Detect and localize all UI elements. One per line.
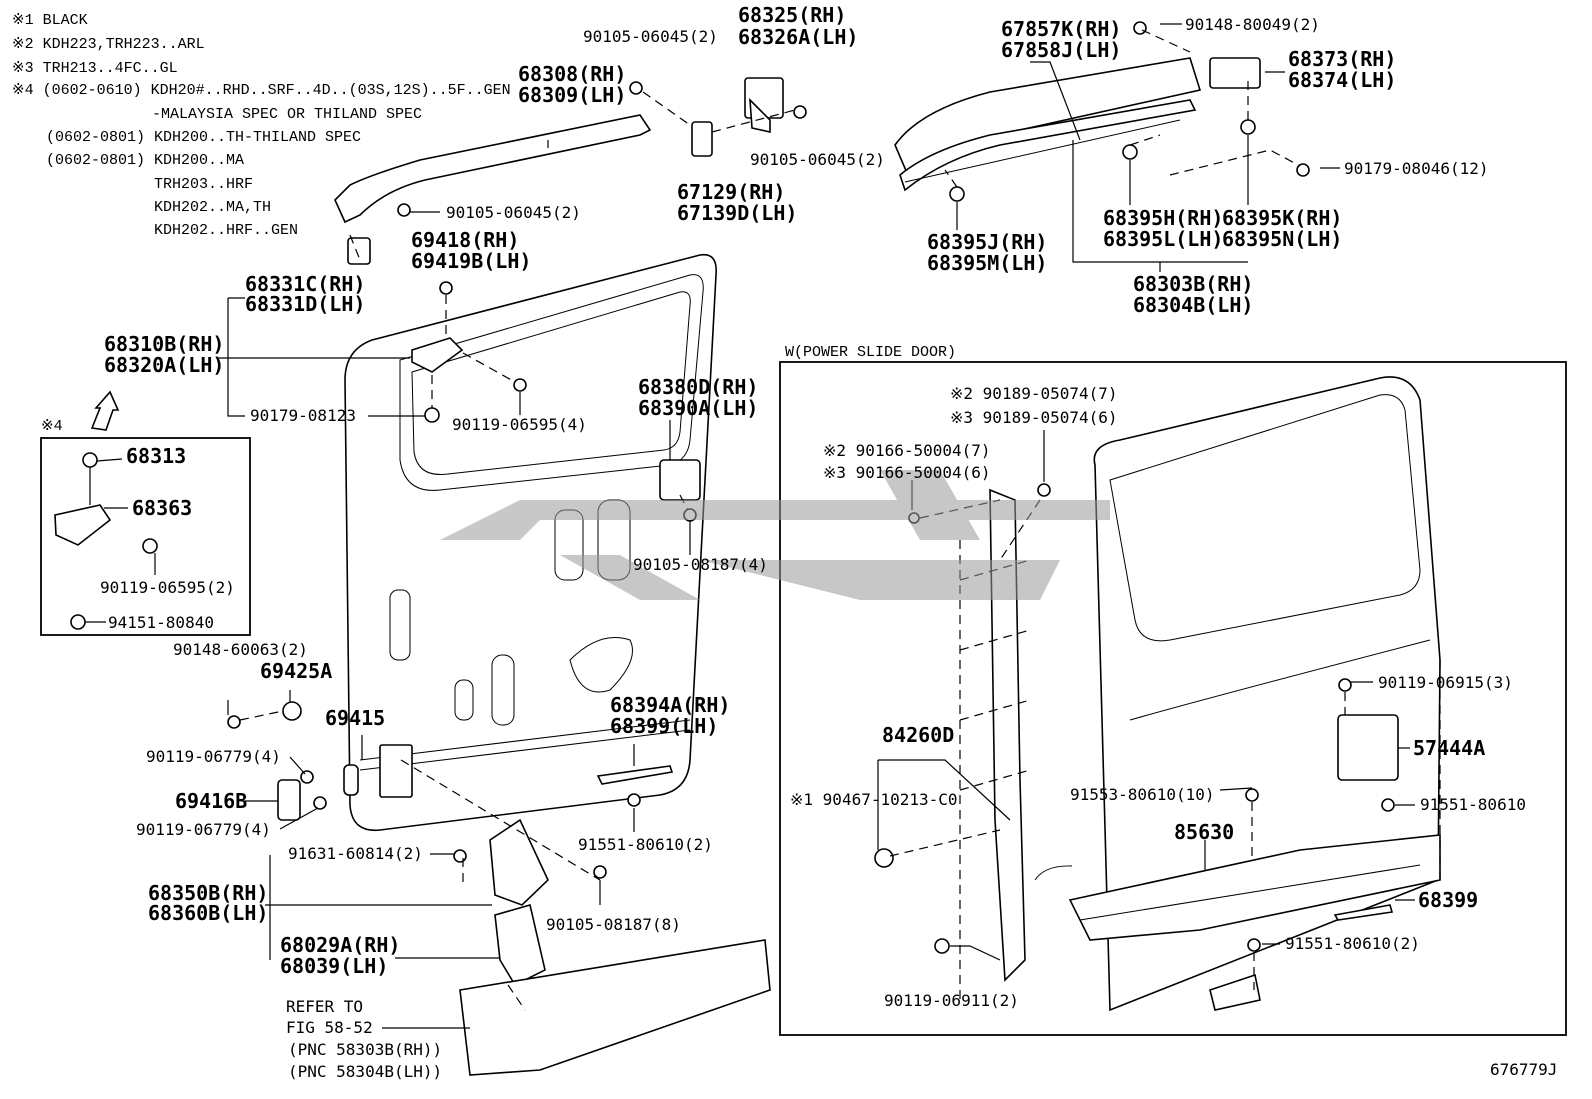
label-68360B: 68360B(LH) — [148, 901, 268, 925]
label-90119-06595-2: 90119-06595(2) — [100, 578, 235, 597]
label-68331C: 68331C(RH) — [245, 272, 365, 296]
label-68310B: 68310B(RH) — [104, 332, 224, 356]
label-68363: 68363 — [132, 496, 192, 520]
label-68373: 68373(RH) — [1288, 47, 1396, 71]
label-68313: 68313 — [126, 444, 186, 468]
label-refer-fig: FIG 58-52 — [286, 1018, 373, 1037]
leader-lines — [218, 23, 1415, 1029]
label-68304B: 68304B(LH) — [1133, 293, 1253, 317]
note-4-line6: KDH202..MA,TH — [154, 199, 271, 216]
label-refer-pnc-lh: (PNC 58304B(LH)) — [288, 1062, 442, 1081]
label-68399-lh: 68399(LH) — [610, 714, 718, 738]
note-4-line7: KDH202..HRF..GEN — [154, 222, 298, 239]
label-w-85630: 85630 — [1174, 820, 1234, 844]
upper-rail-drawing — [334, 114, 652, 265]
label-refer-pnc-rh: (PNC 58303B(RH)) — [288, 1040, 442, 1059]
label-69418: 69418(RH) — [411, 228, 519, 252]
slide-door-panel-drawing — [344, 253, 717, 832]
label-w-84260D: 84260D — [882, 723, 954, 747]
label-68326A: 68326A(LH) — [738, 25, 858, 49]
note-4: ※4 (0602-0610) KDH20#..RHD..SRF..4D..(03… — [12, 82, 511, 99]
label-68394A: 68394A(RH) — [610, 693, 730, 717]
label-69419B: 69419B(LH) — [411, 249, 531, 273]
label-w-90189-7: ※2 90189-05074(7) — [950, 384, 1118, 403]
label-68029A: 68029A(RH) — [280, 933, 400, 957]
callout-arrow-4 — [90, 390, 120, 431]
label-67858J: 67858J(LH) — [1001, 38, 1121, 62]
label-90105-08187-4: 90105-08187(4) — [633, 555, 768, 574]
label-90119-06779-b: 90119-06779(4) — [136, 820, 271, 839]
label-68303B: 68303B(RH) — [1133, 272, 1253, 296]
label-w-91553: 91553-80610(10) — [1070, 785, 1215, 804]
part-labels: 90105-06045(2) 68325(RH) 68326A(LH) 6830… — [41, 3, 1557, 1081]
label-w-90119-06911: 90119-06911(2) — [884, 991, 1019, 1010]
label-90119-06779-a: 90119-06779(4) — [146, 747, 281, 766]
label-68395K: 68395K(RH) — [1222, 206, 1342, 230]
label-68374: 68374(LH) — [1288, 68, 1396, 92]
note-2: ※2 KDH223,TRH223..ARL — [12, 36, 205, 53]
note-4-line5: TRH203..HRF — [154, 176, 253, 193]
note-3: ※3 TRH213..4FC..GL — [12, 60, 178, 77]
label-note-4: ※4 — [41, 418, 63, 435]
label-90105-06045-top: 90105-06045(2) — [583, 27, 718, 46]
notes-block: ※1 BLACK ※2 KDH223,TRH223..ARL ※3 TRH213… — [12, 12, 511, 239]
inset-box-4 — [40, 437, 251, 636]
power-slide-door-box — [779, 361, 1567, 1036]
label-90148-60063: 90148-60063(2) — [173, 640, 308, 659]
label-power-slide-door: W(POWER SLIDE DOOR) — [785, 344, 956, 361]
figure-number: 676779J — [1490, 1060, 1557, 1079]
label-68325: 68325(RH) — [738, 3, 846, 27]
label-68380D: 68380D(RH) — [638, 375, 758, 399]
label-68395H: 68395H(RH) — [1103, 206, 1223, 230]
label-68308: 68308(RH) — [518, 62, 626, 86]
label-68395J: 68395J(RH) — [927, 230, 1047, 254]
label-68390A: 68390A(LH) — [638, 396, 758, 420]
label-68350B: 68350B(RH) — [148, 881, 268, 905]
label-w-91551-80610: 91551-80610 — [1420, 795, 1526, 814]
note-4-line4: (0602-0801) KDH200..MA — [46, 152, 244, 169]
label-68395N: 68395N(LH) — [1222, 227, 1342, 251]
note-4-line2: -MALAYSIA SPEC OR THILAND SPEC — [152, 106, 422, 123]
label-68395L: 68395L(LH) — [1103, 227, 1223, 251]
label-91631-60814: 91631-60814(2) — [288, 844, 423, 863]
label-69416B: 69416B — [175, 789, 247, 813]
label-67139D: 67139D(LH) — [677, 201, 797, 225]
label-91551-80610-2a: 91551-80610(2) — [578, 835, 713, 854]
label-w-91551-80610-2: 91551-80610(2) — [1285, 934, 1420, 953]
label-90148-80049: 90148-80049(2) — [1185, 15, 1320, 34]
label-w-68399: 68399 — [1418, 888, 1478, 912]
label-w-90467: ※1 90467-10213-C0 — [790, 790, 958, 809]
watermark-logo — [440, 470, 1110, 600]
label-90179-08123: 90179-08123 — [250, 406, 356, 425]
hardware-drawing — [227, 281, 771, 1076]
label-68309: 68309(LH) — [518, 83, 626, 107]
label-90179-08046: 90179-08046(12) — [1344, 159, 1489, 178]
note-4-line3: (0602-0801) KDH200..TH-THILAND SPEC — [46, 129, 361, 146]
label-w-90189-6: ※3 90189-05074(6) — [950, 408, 1118, 427]
label-w-90119-06915: 90119-06915(3) — [1378, 673, 1513, 692]
label-67857K: 67857K(RH) — [1001, 17, 1121, 41]
label-w-90166-7: ※2 90166-50004(7) — [823, 441, 991, 460]
note-1: ※1 BLACK — [12, 12, 88, 29]
label-68039: 68039(LH) — [280, 954, 388, 978]
label-90105-08187-8: 90105-08187(8) — [546, 915, 681, 934]
label-94151-80840: 94151-80840 — [108, 613, 214, 632]
label-68331D: 68331D(LH) — [245, 292, 365, 316]
label-w-57444A: 57444A — [1413, 736, 1485, 760]
label-69415: 69415 — [325, 706, 385, 730]
label-w-90166-6: ※3 90166-50004(6) — [823, 463, 991, 482]
label-68395M: 68395M(LH) — [927, 251, 1047, 275]
center-rail-drawing — [894, 21, 1310, 202]
label-90105-06045-mid: 90105-06045(2) — [750, 150, 885, 169]
label-67129: 67129(RH) — [677, 180, 785, 204]
label-68320A: 68320A(LH) — [104, 353, 224, 377]
label-90119-06595-4: 90119-06595(4) — [452, 415, 587, 434]
label-90105-06045-left: 90105-06045(2) — [446, 203, 581, 222]
label-69425A: 69425A — [260, 659, 332, 683]
label-refer-to: REFER TO — [286, 997, 363, 1016]
